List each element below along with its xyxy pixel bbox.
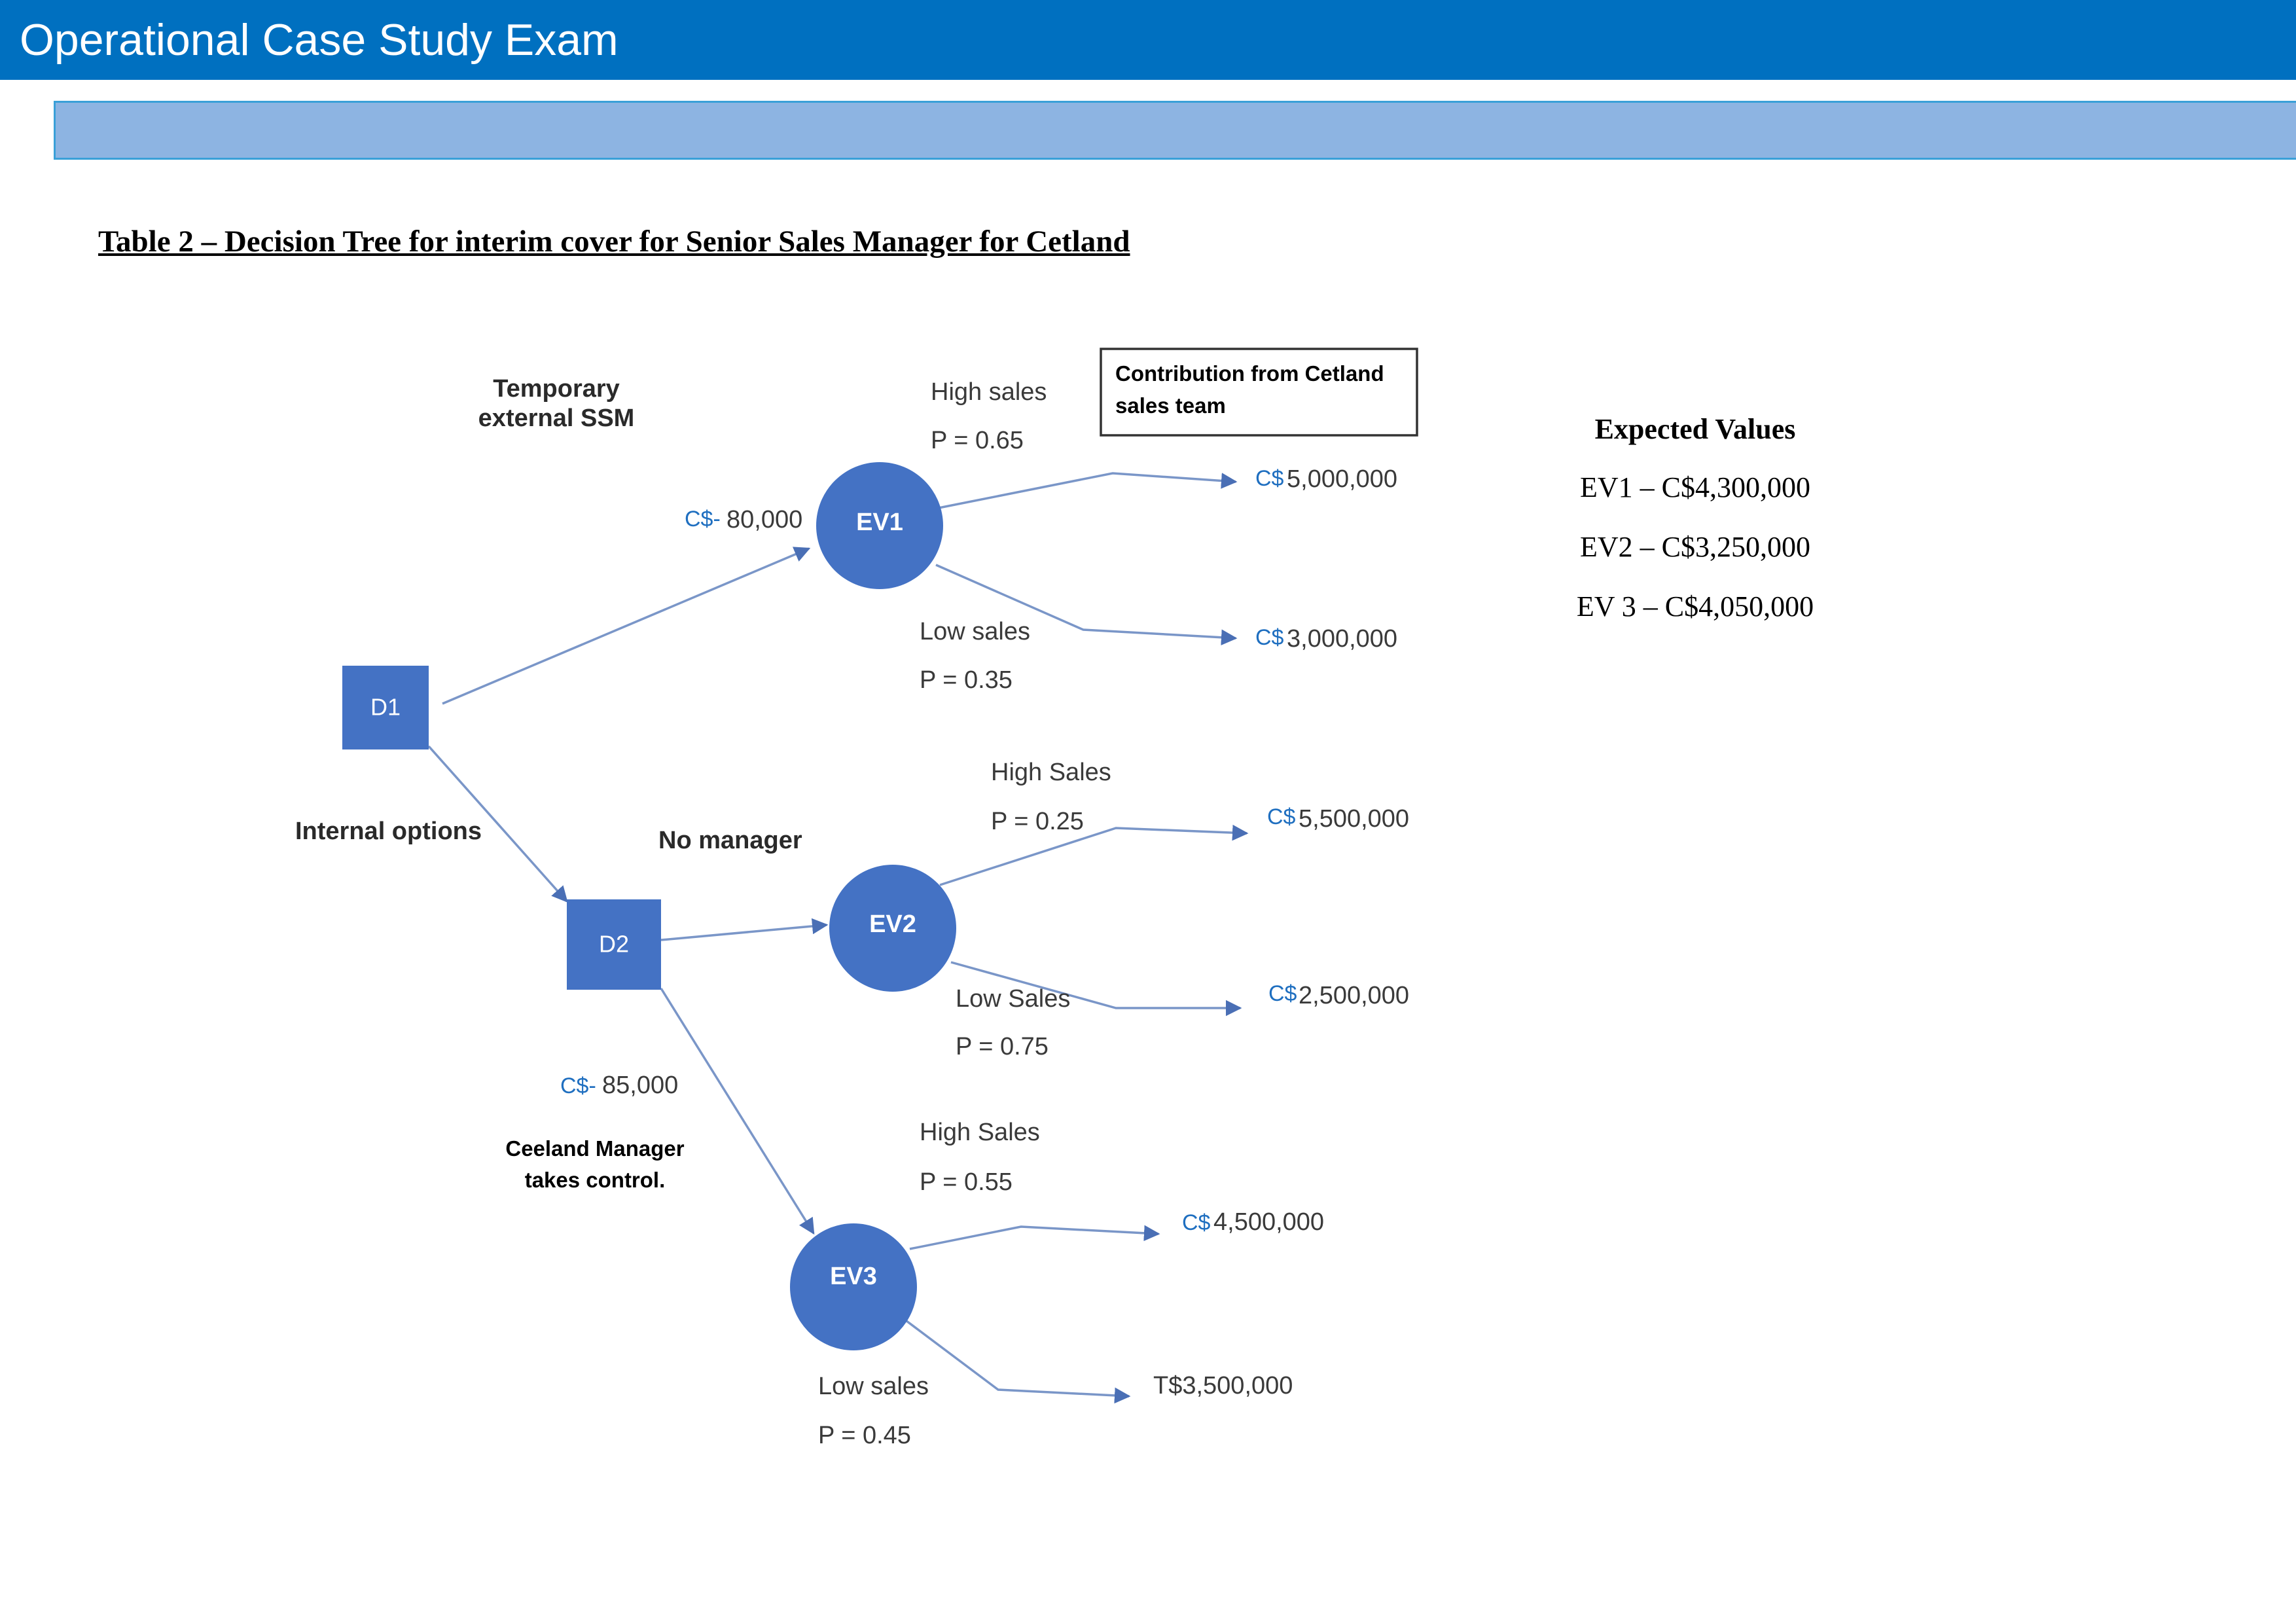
chance-node-ev2	[829, 865, 956, 992]
expected-value-ev2: EV2 – C$3,250,000	[1580, 531, 1810, 563]
expected-value-ev1: EV1 – C$4,300,000	[1580, 471, 1810, 503]
ceeland-cost-amount: 85,000	[602, 1072, 678, 1099]
temporary-option-label-line1: Temporary	[493, 375, 620, 403]
edge-ev1-high	[938, 472, 1238, 509]
ev3-high-sales-value: 4,500,000	[1213, 1208, 1324, 1236]
edge-d1-ev1	[442, 547, 811, 705]
temporary-cost-prefix: C$-	[685, 507, 721, 532]
edge-d1-d2	[427, 745, 568, 903]
edge-d2-ev2	[660, 918, 829, 941]
section-banner	[54, 101, 2296, 160]
chance-node-ev1-label: EV1	[856, 509, 903, 536]
edge-ev2-low	[950, 961, 1242, 1017]
ev2-low-sales-label: Low Sales	[956, 985, 1070, 1013]
ev2-high-sales-probability: P = 0.25	[991, 808, 1084, 835]
ev1-low-sales-currency: C$	[1255, 625, 1284, 650]
ev3-high-sales-currency: C$	[1182, 1210, 1211, 1235]
internal-options-label: Internal options	[295, 818, 482, 845]
ceeland-cost-prefix: C$-	[560, 1074, 596, 1098]
edge-ev3-low	[905, 1320, 1131, 1404]
ev2-low-sales-currency: C$	[1268, 981, 1297, 1006]
temporary-option-label-line2: external SSM	[478, 405, 635, 432]
edge-d2-ev3	[660, 988, 815, 1235]
ev3-high-sales-probability: P = 0.55	[920, 1168, 1013, 1196]
ev1-low-sales-value: 3,000,000	[1287, 625, 1397, 653]
ceeland-manager-label-line2: takes control.	[525, 1168, 666, 1192]
decision-node-d2	[567, 899, 661, 990]
temporary-cost-amount: 80,000	[726, 506, 802, 533]
edge-ev3-high	[909, 1225, 1160, 1250]
ev2-high-sales-value: 5,500,000	[1299, 805, 1409, 833]
ev2-low-sales-probability: P = 0.75	[956, 1033, 1049, 1060]
edge-ev1-low	[935, 564, 1238, 646]
ev2-low-sales-value: 2,500,000	[1299, 982, 1409, 1009]
expected-value-ev3: EV 3 – C$4,050,000	[1576, 590, 1814, 623]
ev1-high-sales-probability: P = 0.65	[931, 427, 1024, 454]
expected-values-title: Expected Values	[1594, 413, 1796, 445]
ceeland-manager-label-line1: Ceeland Manager	[505, 1136, 684, 1161]
expected-values-panel: Expected Values EV1 – C$4,300,000 EV2 – …	[1558, 412, 1833, 649]
ev1-low-sales-probability: P = 0.35	[920, 666, 1013, 694]
contribution-box-line1: Contribution from Cetland	[1115, 361, 1384, 386]
chance-node-ev1	[816, 462, 943, 589]
ev1-low-sales-label: Low sales	[920, 618, 1030, 645]
ev1-high-sales-value: 5,000,000	[1287, 465, 1397, 493]
contribution-box	[1100, 348, 1418, 437]
decision-node-d2-label: D2	[599, 931, 629, 958]
ev3-low-sales-label: Low sales	[818, 1373, 929, 1400]
ev1-high-sales-label: High sales	[931, 378, 1047, 406]
ev2-high-sales-currency: C$	[1267, 804, 1296, 829]
chance-node-ev3	[790, 1223, 917, 1350]
decision-node-d1	[342, 666, 429, 749]
no-manager-label: No manager	[658, 827, 802, 854]
page-title: Operational Case Study Exam	[20, 15, 619, 65]
ev3-low-sales-probability: P = 0.45	[818, 1422, 911, 1449]
chance-node-ev3-label: EV3	[830, 1263, 877, 1290]
ev3-high-sales-label: High Sales	[920, 1119, 1040, 1146]
table-heading: Table 2 – Decision Tree for interim cove…	[98, 225, 1130, 259]
decision-node-d1-label: D1	[370, 694, 401, 721]
edge-ev2-high	[939, 824, 1249, 886]
header-bar: Operational Case Study Exam	[0, 0, 2296, 80]
ev1-high-sales-currency: C$	[1255, 466, 1284, 491]
contribution-box-line2: sales team	[1115, 393, 1226, 418]
chance-node-ev2-label: EV2	[869, 911, 916, 938]
ev3-low-sales-value: T$3,500,000	[1153, 1372, 1293, 1399]
ev2-high-sales-label: High Sales	[991, 759, 1111, 786]
